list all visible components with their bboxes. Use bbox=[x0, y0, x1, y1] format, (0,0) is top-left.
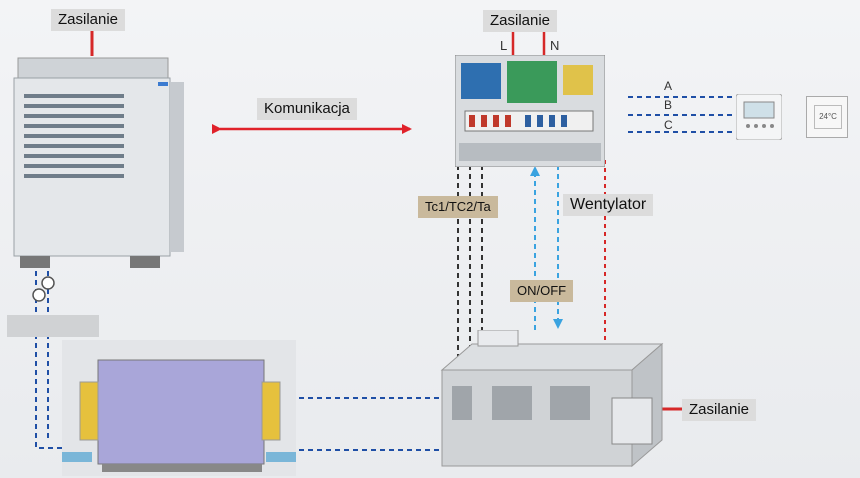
pipe-joint-1 bbox=[32, 288, 46, 302]
control-box-icon bbox=[455, 55, 605, 167]
sensors-label: Tc1/TC2/Ta bbox=[418, 196, 498, 218]
pipe-joint-2 bbox=[41, 276, 55, 290]
on-off-label: ON/OFF bbox=[510, 280, 574, 302]
abc-lines bbox=[628, 96, 740, 133]
fan-label: Wentylator bbox=[563, 194, 654, 216]
power-label-control: Zasilanie bbox=[483, 10, 558, 32]
air-handling-unit-icon bbox=[440, 330, 664, 468]
line-c-label: C bbox=[664, 118, 673, 132]
phase-l-label: L bbox=[500, 38, 508, 53]
wired-controller-icon bbox=[736, 94, 782, 140]
power-label-outdoor: Zasilanie bbox=[51, 9, 126, 31]
thermostat-icon: 24°C bbox=[806, 96, 848, 138]
phase-n-label: N bbox=[550, 38, 560, 53]
heat-exchanger-icon bbox=[62, 340, 296, 476]
vrf-outdoor-unit-icon bbox=[13, 57, 184, 268]
line-a-label: A bbox=[664, 79, 673, 93]
communication-label: Komunikacja bbox=[257, 98, 357, 120]
thermostat-readout: 24°C bbox=[814, 105, 842, 129]
blank-label bbox=[7, 315, 99, 337]
power-label-ahu: Zasilanie bbox=[682, 399, 757, 421]
line-b-label: B bbox=[664, 98, 673, 112]
